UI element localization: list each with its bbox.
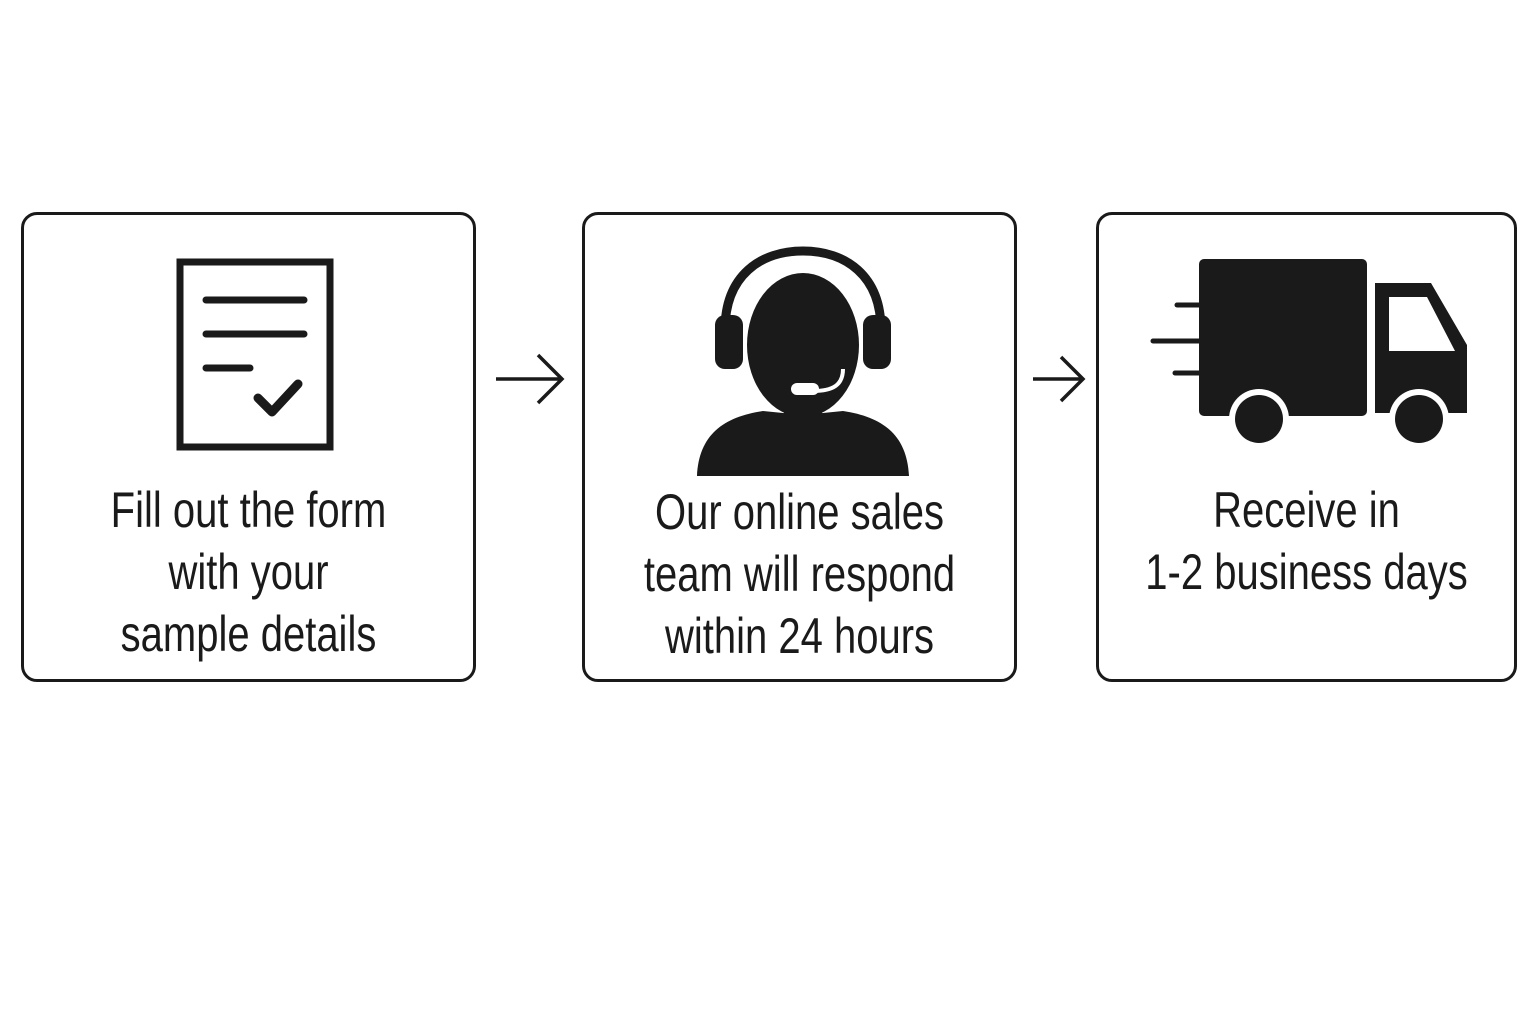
step-text-line: 1-2 business days xyxy=(1145,544,1468,600)
step-3-card: Receive in 1-2 business days xyxy=(1096,212,1517,682)
step-3-text: Receive in 1-2 business days xyxy=(1141,479,1473,603)
delivery-truck-icon xyxy=(1150,259,1467,449)
step-1-card: Fill out the form with your sample detai… xyxy=(21,212,476,682)
step-text-line: Receive in xyxy=(1213,482,1400,538)
step-text-line: Fill out the form xyxy=(110,482,387,538)
step-text-line: team will respond xyxy=(643,546,956,602)
headset-agent-icon xyxy=(697,246,909,476)
arrow-right-icon xyxy=(1033,355,1086,403)
step-2-text: Our online sales team will respond withi… xyxy=(628,481,971,667)
step-2-card: Our online sales team will respond withi… xyxy=(582,212,1017,682)
arrow-right-icon xyxy=(496,353,565,405)
step-1-text: Fill out the form with your sample detai… xyxy=(69,479,428,665)
step-text-line: Our online sales xyxy=(654,484,945,540)
step-text-line: within 24 hours xyxy=(664,608,935,664)
step-text-line: sample details xyxy=(120,606,377,662)
document-check-icon xyxy=(176,258,334,451)
step-text-line: with your xyxy=(168,544,329,600)
